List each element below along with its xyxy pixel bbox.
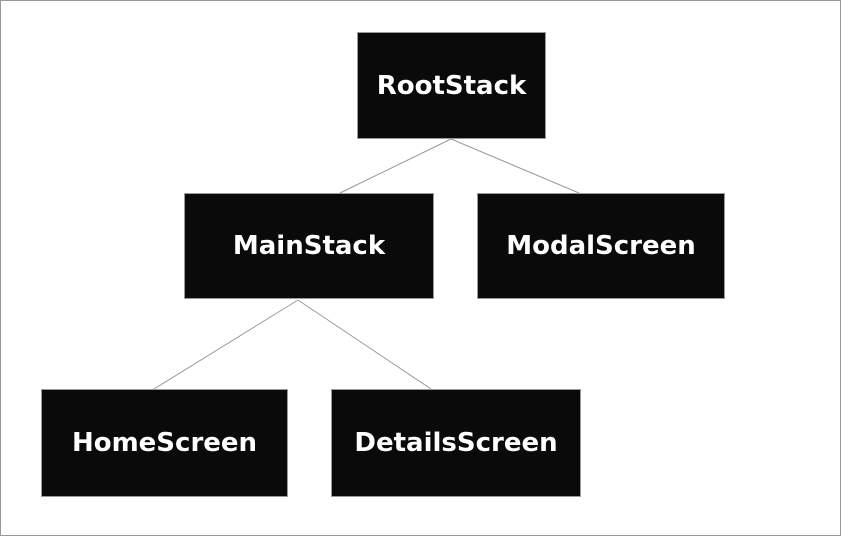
node-label-rootstack: RootStack <box>376 70 527 101</box>
node-mainstack: MainStack <box>184 193 434 299</box>
edge-rootstack-mainstack <box>339 138 452 194</box>
node-modalscreen: ModalScreen <box>477 193 725 299</box>
node-label-detailsscreen: DetailsScreen <box>354 428 558 458</box>
node-detailsscreen: DetailsScreen <box>331 389 581 497</box>
node-label-mainstack: MainStack <box>232 231 386 261</box>
node-rootstack: RootStack <box>357 32 546 139</box>
node-homescreen: HomeScreen <box>41 389 288 497</box>
edge-mainstack-detailsscreen <box>297 299 432 390</box>
edge-mainstack-homescreen <box>153 299 299 390</box>
node-label-modalscreen: ModalScreen <box>506 231 696 261</box>
edge-rootstack-modalscreen <box>450 138 580 194</box>
node-label-homescreen: HomeScreen <box>71 428 258 458</box>
